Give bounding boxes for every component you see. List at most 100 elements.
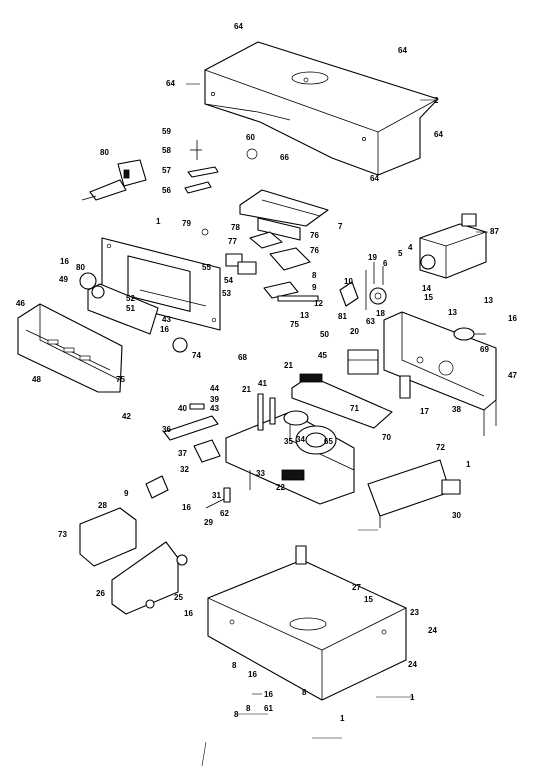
part-label: 69 (480, 345, 489, 354)
part-label: 56 (162, 186, 171, 195)
top-cover (204, 41, 439, 176)
side-panel-17 (383, 311, 497, 436)
part-label: 13 (484, 296, 493, 305)
part-label: 74 (192, 351, 201, 360)
part-label: 15 (424, 293, 433, 302)
part-label: 32 (180, 465, 189, 474)
part-label: 54 (224, 276, 233, 285)
part-label: 70 (382, 433, 391, 442)
part-label: 1 (410, 693, 415, 702)
part-label: 17 (420, 407, 429, 416)
part-label: 80 (76, 263, 85, 272)
bracket-22-72 (367, 459, 461, 528)
part-label: 45 (318, 351, 327, 360)
part-label: 1 (466, 460, 471, 469)
part-label: 16 (160, 325, 169, 334)
part-labels: 64 64 64 2 64 64 59 58 60 66 57 56 80 7 … (16, 22, 517, 723)
parts-30-62 (145, 475, 231, 509)
parts-76-79 (201, 228, 311, 299)
part-68 (453, 327, 486, 341)
part-label: 46 (16, 299, 25, 308)
small-brackets (184, 140, 258, 194)
parts-10-19 (277, 262, 387, 310)
part-label: 40 (178, 404, 187, 413)
part-label: 22 (276, 483, 285, 492)
part-label: 62 (220, 509, 229, 518)
part-label: 21 (284, 361, 293, 370)
parts-28-29-73 (79, 507, 188, 615)
part-label: 21 (242, 385, 251, 394)
part-label: 66 (280, 153, 289, 162)
part-label: 49 (59, 275, 68, 284)
part-label: 8 (232, 661, 237, 670)
parts-38-44 (163, 393, 276, 463)
part-label: 18 (376, 309, 385, 318)
part-label: 65 (324, 437, 333, 446)
part-label: 42 (122, 412, 131, 421)
bottom-chassis-23 (207, 545, 407, 701)
part-label: 8 (246, 704, 251, 713)
part-label: 78 (231, 223, 240, 232)
part-label: 61 (264, 704, 273, 713)
part-label: 25 (174, 593, 183, 602)
part-label: 2 (434, 96, 439, 105)
part-7 (239, 189, 329, 241)
part-label: 38 (452, 405, 461, 414)
part-label: 36 (162, 425, 171, 434)
part-label: 64 (370, 174, 379, 183)
part-label: 64 (234, 22, 243, 31)
part-label: 75 (290, 320, 299, 329)
part-label: 79 (182, 219, 191, 228)
part-label: 19 (368, 253, 377, 262)
part-label: 64 (434, 130, 443, 139)
main-mechanism (225, 410, 355, 505)
part-label: 48 (32, 375, 41, 384)
part-label: 59 (162, 127, 171, 136)
part-label: 13 (300, 311, 309, 320)
part-label: 81 (338, 312, 347, 321)
part-label: 75 (116, 375, 125, 384)
part-label: 76 (310, 246, 319, 255)
part-label: 24 (428, 626, 437, 635)
part-label: 41 (258, 379, 267, 388)
part-label: 44 (210, 384, 219, 393)
part-label: 50 (320, 330, 329, 339)
part-label: 1 (340, 714, 345, 723)
part-label: 16 (508, 314, 517, 323)
part-label: 16 (264, 690, 273, 699)
part-label: 16 (184, 609, 193, 618)
part-label: 15 (364, 595, 373, 604)
part-label: 16 (182, 503, 191, 512)
part-80 (81, 159, 147, 201)
part-label: 7 (338, 222, 343, 231)
part-label: 26 (96, 589, 105, 598)
part-label: 57 (162, 166, 171, 175)
part-label: 68 (238, 353, 247, 362)
part-label: 6 (383, 259, 388, 268)
part-label: 37 (178, 449, 187, 458)
part-label: 73 (58, 530, 67, 539)
part-label: 8 (302, 688, 307, 697)
part-label: 5 (398, 249, 403, 258)
part-label: 4 (408, 243, 413, 252)
part-label: 71 (350, 404, 359, 413)
part-label: 43 (162, 315, 171, 324)
part-label: 23 (410, 608, 419, 617)
part-label: 58 (162, 146, 171, 155)
part-label: 8 (312, 271, 317, 280)
part-label: 72 (436, 443, 445, 452)
part-label: 10 (344, 277, 353, 286)
part-label: 29 (204, 518, 213, 527)
part-label: 64 (166, 79, 175, 88)
part-label: 13 (448, 308, 457, 317)
part-label: 39 (210, 395, 219, 404)
front-panel-46 (17, 303, 123, 393)
part-label: 80 (100, 148, 109, 157)
part-label: 63 (366, 317, 375, 326)
part-label: 24 (408, 660, 417, 669)
part-label: 14 (422, 284, 431, 293)
part-label: 35 (284, 437, 293, 446)
part-label: 51 (126, 304, 135, 313)
part-87 (419, 213, 487, 279)
